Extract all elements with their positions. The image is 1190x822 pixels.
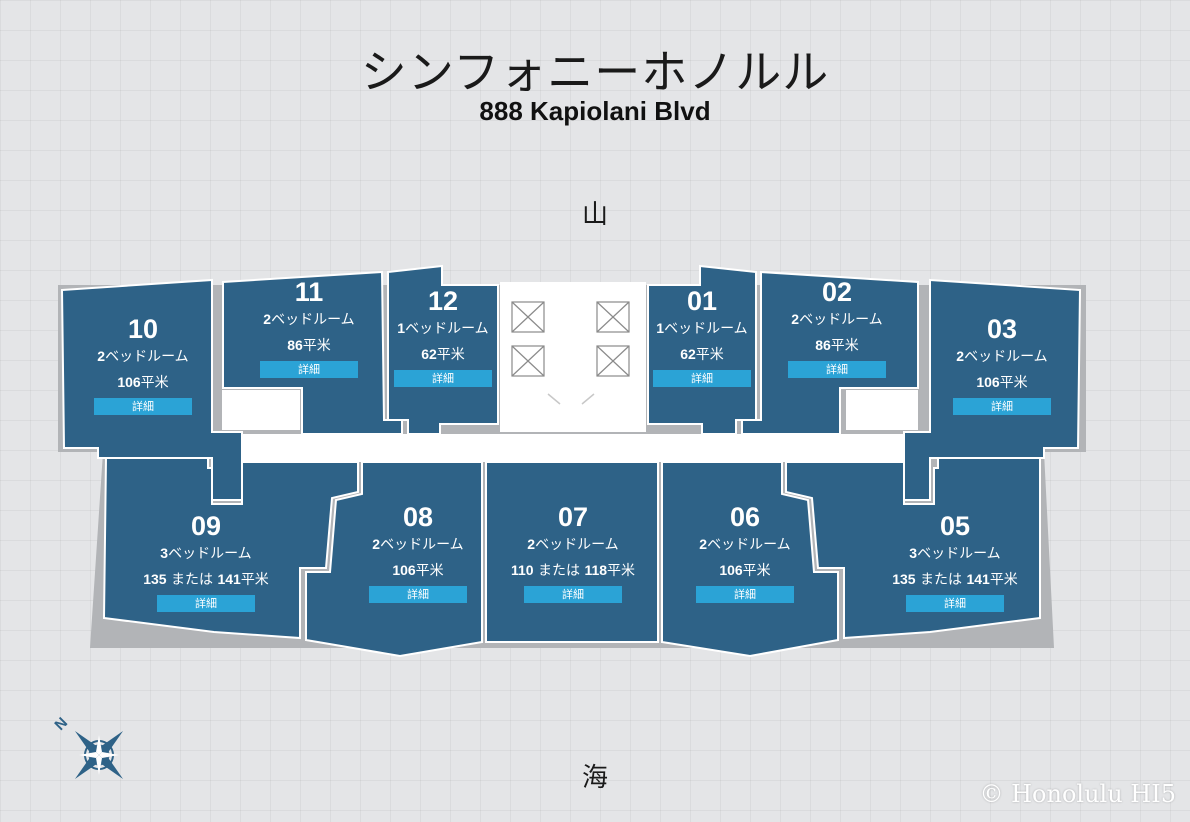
unit-01: 01 1ベッドルーム 62平米 詳細 (632, 286, 772, 387)
unit-02: 02 2ベッドルーム 86平米 詳細 (767, 277, 907, 378)
unit-shape-06 (661, 461, 839, 658)
elevator-icon (596, 301, 630, 333)
unit-09: 09 3ベッドルーム 135 または 141平米 詳細 (136, 511, 276, 612)
elevator-icon (511, 345, 545, 377)
unit-shape-11 (222, 270, 403, 435)
unit-area: 86平米 (815, 337, 859, 354)
unit-bedrooms: 2ベッドルーム (791, 311, 883, 328)
unit-area: 106平米 (976, 374, 1028, 391)
corridor-left-bay (222, 390, 300, 430)
unit-number: 10 (127, 314, 159, 344)
unit-area: 135 または 141平米 (143, 571, 269, 588)
corridor-right-bay (846, 390, 918, 430)
unit-area: 62平米 (680, 346, 724, 363)
page-title: シンフォニーホノルル (360, 45, 830, 99)
unit-07-detail-button[interactable]: 詳細 (524, 586, 622, 603)
unit-bedrooms: 2ベッドルーム (372, 536, 464, 553)
unit-bedrooms: 3ベッドルーム (160, 545, 252, 562)
unit-bedrooms: 2ベッドルーム (699, 536, 791, 553)
unit-bedrooms: 2ベッドルーム (956, 348, 1048, 365)
unit-number: 09 (190, 511, 222, 541)
direction-ocean-label: 海 (581, 763, 608, 793)
unit-area: 106平米 (117, 374, 169, 391)
unit-03-detail-button[interactable]: 詳細 (953, 398, 1051, 415)
unit-area: 106平米 (719, 562, 771, 579)
unit-number: 08 (402, 502, 434, 532)
unit-05-detail-button[interactable]: 詳細 (906, 595, 1004, 612)
compass-rose-icon: N (52, 714, 124, 780)
elevator-icon (511, 301, 545, 333)
unit-bedrooms: 1ベッドルーム (656, 320, 748, 337)
unit-number: 01 (686, 286, 718, 316)
unit-bedrooms: 2ベッドルーム (263, 311, 355, 328)
unit-area: 110 または 118平米 (510, 562, 636, 579)
unit-area: 106平米 (392, 562, 444, 579)
unit-08: 08 2ベッドルーム 106平米 詳細 (348, 502, 488, 603)
corridor (240, 434, 904, 462)
copyright-watermark: © Honolulu HI5 (979, 780, 1177, 808)
unit-shape-09 (102, 457, 359, 640)
unit-05: 05 3ベッドルーム 135 または 141平米 詳細 (885, 511, 1025, 612)
unit-11: 11 2ベッドルーム 86平米 詳細 (239, 277, 379, 378)
unit-shape-01 (647, 264, 757, 435)
unit-number: 02 (821, 277, 853, 307)
unit-shape-08 (305, 461, 483, 658)
unit-area: 62平米 (421, 346, 465, 363)
unit-bedrooms: 1ベッドルーム (397, 320, 489, 337)
unit-10: 10 2ベッドルーム 106平米 詳細 (73, 314, 213, 415)
unit-number: 11 (294, 277, 324, 307)
unit-11-detail-button[interactable]: 詳細 (260, 361, 358, 378)
unit-02-detail-button[interactable]: 詳細 (788, 361, 886, 378)
unit-06: 06 2ベッドルーム 106平米 詳細 (675, 502, 815, 603)
unit-area: 86平米 (287, 337, 331, 354)
unit-number: 03 (986, 314, 1018, 344)
unit-number: 07 (557, 502, 589, 532)
unit-shape-03 (903, 278, 1082, 501)
direction-mountain-label: 山 (581, 200, 608, 230)
building-address: 888 Kapiolani Blvd (479, 96, 711, 126)
elevator-icon (596, 345, 630, 377)
unit-shape-12 (387, 264, 499, 435)
unit-07: 07 2ベッドルーム 110 または 118平米 詳細 (498, 502, 648, 603)
unit-area: 135 または 141平米 (892, 571, 1018, 588)
unit-bedrooms: 2ベッドルーム (97, 348, 189, 365)
unit-09-detail-button[interactable]: 詳細 (157, 595, 255, 612)
compass-north-label: N (52, 714, 71, 734)
core-central-shaft (553, 282, 589, 432)
unit-number: 12 (427, 286, 459, 316)
unit-shape-05 (785, 457, 1041, 640)
unit-shape-02 (741, 270, 919, 435)
unit-number: 06 (729, 502, 761, 532)
unit-12: 12 1ベッドルーム 62平米 詳細 (373, 286, 513, 387)
unit-03: 03 2ベッドルーム 106平米 詳細 (932, 314, 1072, 415)
unit-10-detail-button[interactable]: 詳細 (94, 398, 192, 415)
elevator-shafts (511, 301, 630, 377)
unit-06-detail-button[interactable]: 詳細 (696, 586, 794, 603)
unit-number: 05 (939, 511, 971, 541)
unit-bedrooms: 3ベッドルーム (909, 545, 1001, 562)
unit-bedrooms: 2ベッドルーム (527, 536, 619, 553)
unit-12-detail-button[interactable]: 詳細 (394, 370, 492, 387)
unit-08-detail-button[interactable]: 詳細 (369, 586, 467, 603)
unit-01-detail-button[interactable]: 詳細 (653, 370, 751, 387)
